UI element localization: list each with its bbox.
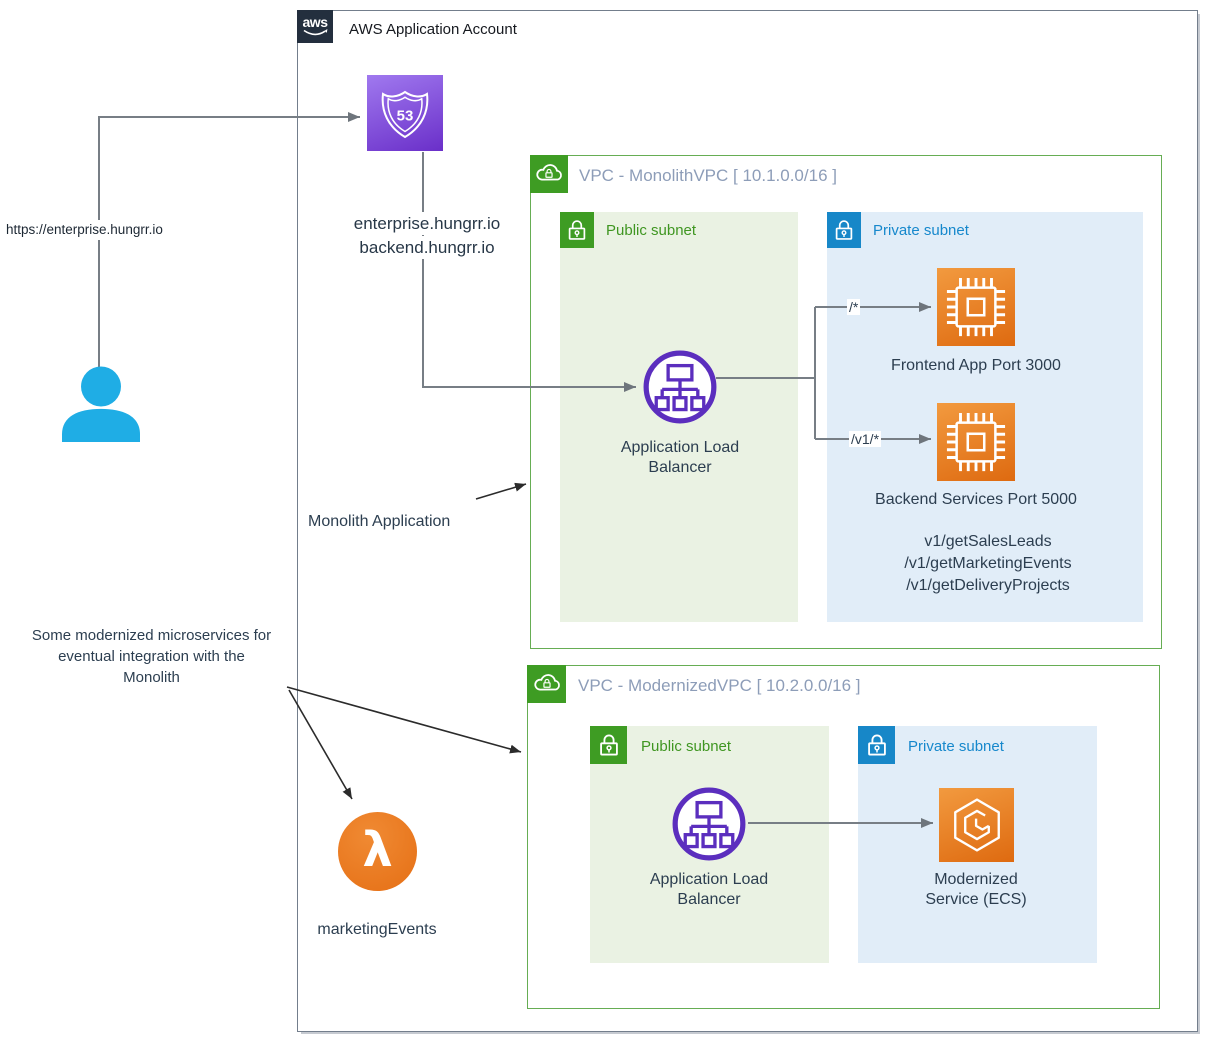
application-load-balancer-icon	[642, 349, 718, 425]
public-subnet-lock-icon-2	[590, 726, 627, 764]
frontend-label: Frontend App Port 3000	[891, 357, 1061, 374]
monolith-public-subnet-label: Public subnet	[606, 222, 697, 239]
backend-ec2-icon	[937, 403, 1015, 481]
aws-account-box	[297, 10, 1198, 1032]
account-title: AWS Application Account	[349, 21, 517, 38]
backend-endpoint-2: /v1/getMarketingEvents	[904, 555, 1072, 572]
aws-smile-icon	[303, 28, 328, 35]
aws-logo-text: aws	[302, 13, 328, 30]
route53-icon-number: 53	[397, 108, 414, 125]
monolith-vpc-title: VPC - MonolithVPC [ 10.1.0.0/16 ]	[579, 166, 837, 185]
backend-label: Backend Services Port 5000	[875, 491, 1077, 508]
frontend-path-rule: /*	[847, 299, 861, 315]
backend-endpoint-3: /v1/getDeliveryProjects	[906, 577, 1070, 594]
alb1-label: Application Load Balancer	[620, 439, 740, 476]
microservices-note: Some modernized microservices for eventu…	[31, 627, 272, 686]
frontend-ec2-icon	[937, 268, 1015, 346]
application-load-balancer-icon-2	[671, 786, 747, 862]
lambda-glyph: λ	[362, 821, 393, 878]
public-subnet-lock-icon	[560, 212, 594, 248]
backend-endpoint-1: v1/getSalesLeads	[924, 533, 1052, 550]
client-url-label: https://enterprise.hungrr.io	[4, 220, 165, 240]
route53-icon: 53	[367, 75, 443, 151]
modernized-vpc-box	[527, 665, 1160, 1009]
route53-record-2: backend.hungrr.io	[330, 236, 524, 259]
backend-path-rule: /v1/*	[849, 431, 882, 447]
alb2-label: Application Load Balancer	[649, 871, 769, 908]
private-subnet-lock-icon	[827, 212, 861, 248]
aws-logo: aws	[297, 10, 333, 43]
monolith-annotation: Monolith Application	[308, 513, 451, 530]
ecs-service-icon	[939, 788, 1014, 862]
lambda-label: marketingEvents	[317, 921, 437, 938]
user-icon	[59, 366, 143, 444]
modernized-vpc-title: VPC - ModernizedVPC [ 10.2.0.0/16 ]	[578, 676, 861, 695]
vpc-icon-2	[527, 665, 566, 703]
vpc-icon	[530, 155, 568, 193]
private-subnet-lock-icon-2	[858, 726, 895, 764]
ecs-label: Modernized Service (ECS)	[925, 871, 1027, 908]
modernized-public-subnet-label: Public subnet	[641, 738, 732, 755]
monolith-private-subnet-label: Private subnet	[873, 222, 969, 239]
lambda-icon: λ	[338, 812, 417, 891]
modernized-private-subnet-label: Private subnet	[908, 738, 1004, 755]
route53-record-1: enterprise.hungrr.io	[330, 212, 524, 235]
monolith-vpc-box	[530, 155, 1162, 649]
